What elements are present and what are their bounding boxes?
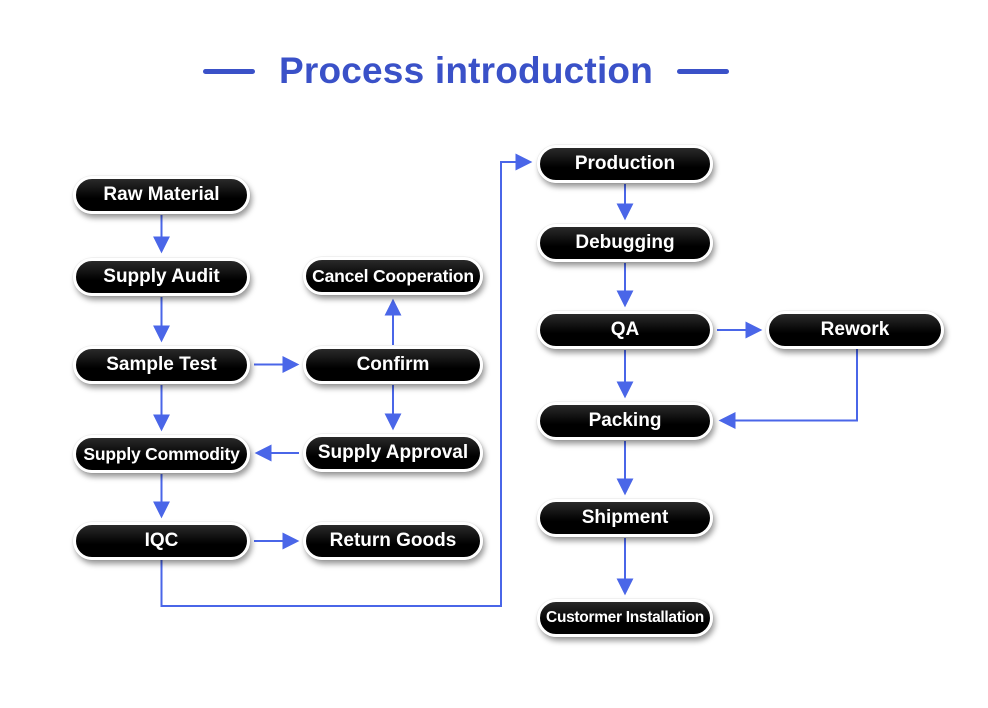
node-label: Confirm — [356, 354, 430, 375]
node-cancel-cooperation: Cancel Cooperation — [303, 257, 483, 295]
node-label: Shipment — [581, 507, 669, 528]
node-custormer-installation: Custormer Installation — [537, 599, 713, 637]
title-right-dash — [677, 68, 730, 74]
node-rework: Rework — [766, 311, 944, 349]
node-sample-test: Sample Test — [73, 346, 250, 384]
node-label: Production — [574, 153, 676, 174]
node-supply-approval: Supply Approval — [303, 434, 483, 472]
node-label: Custormer Installation — [546, 609, 704, 626]
node-label: Packing — [588, 410, 662, 431]
node-label: Supply Commodity — [83, 443, 240, 464]
node-qa: QA — [537, 311, 713, 349]
node-label: Raw Material — [103, 184, 220, 205]
page-title: Process introduction — [278, 50, 654, 91]
node-raw-material: Raw Material — [73, 176, 250, 214]
node-label: Sample Test — [106, 354, 217, 375]
node-label: Rework — [820, 319, 890, 340]
node-label: Cancel Cooperation — [312, 265, 474, 286]
node-shipment: Shipment — [537, 499, 713, 537]
node-label: Debugging — [575, 232, 675, 253]
node-iqc: IQC — [73, 522, 250, 560]
arrow-rework-to-packing-elbow — [718, 349, 858, 429]
node-packing: Packing — [537, 402, 713, 440]
node-supply-commodity: Supply Commodity — [73, 435, 250, 473]
node-debugging: Debugging — [537, 224, 713, 262]
node-label: QA — [610, 319, 640, 340]
node-supply-audit: Supply Audit — [73, 258, 250, 296]
title-row: Process introduction — [0, 50, 932, 92]
node-label: Return Goods — [329, 530, 457, 551]
node-production: Production — [537, 145, 713, 183]
node-label: IQC — [144, 530, 179, 551]
node-label: Supply Audit — [103, 266, 220, 287]
node-return-goods: Return Goods — [303, 522, 483, 560]
node-confirm: Confirm — [303, 346, 483, 384]
node-label: Supply Approval — [317, 442, 469, 463]
title-left-dash — [202, 68, 255, 74]
arrow-iqc-to-production-elbow — [160, 153, 533, 607]
